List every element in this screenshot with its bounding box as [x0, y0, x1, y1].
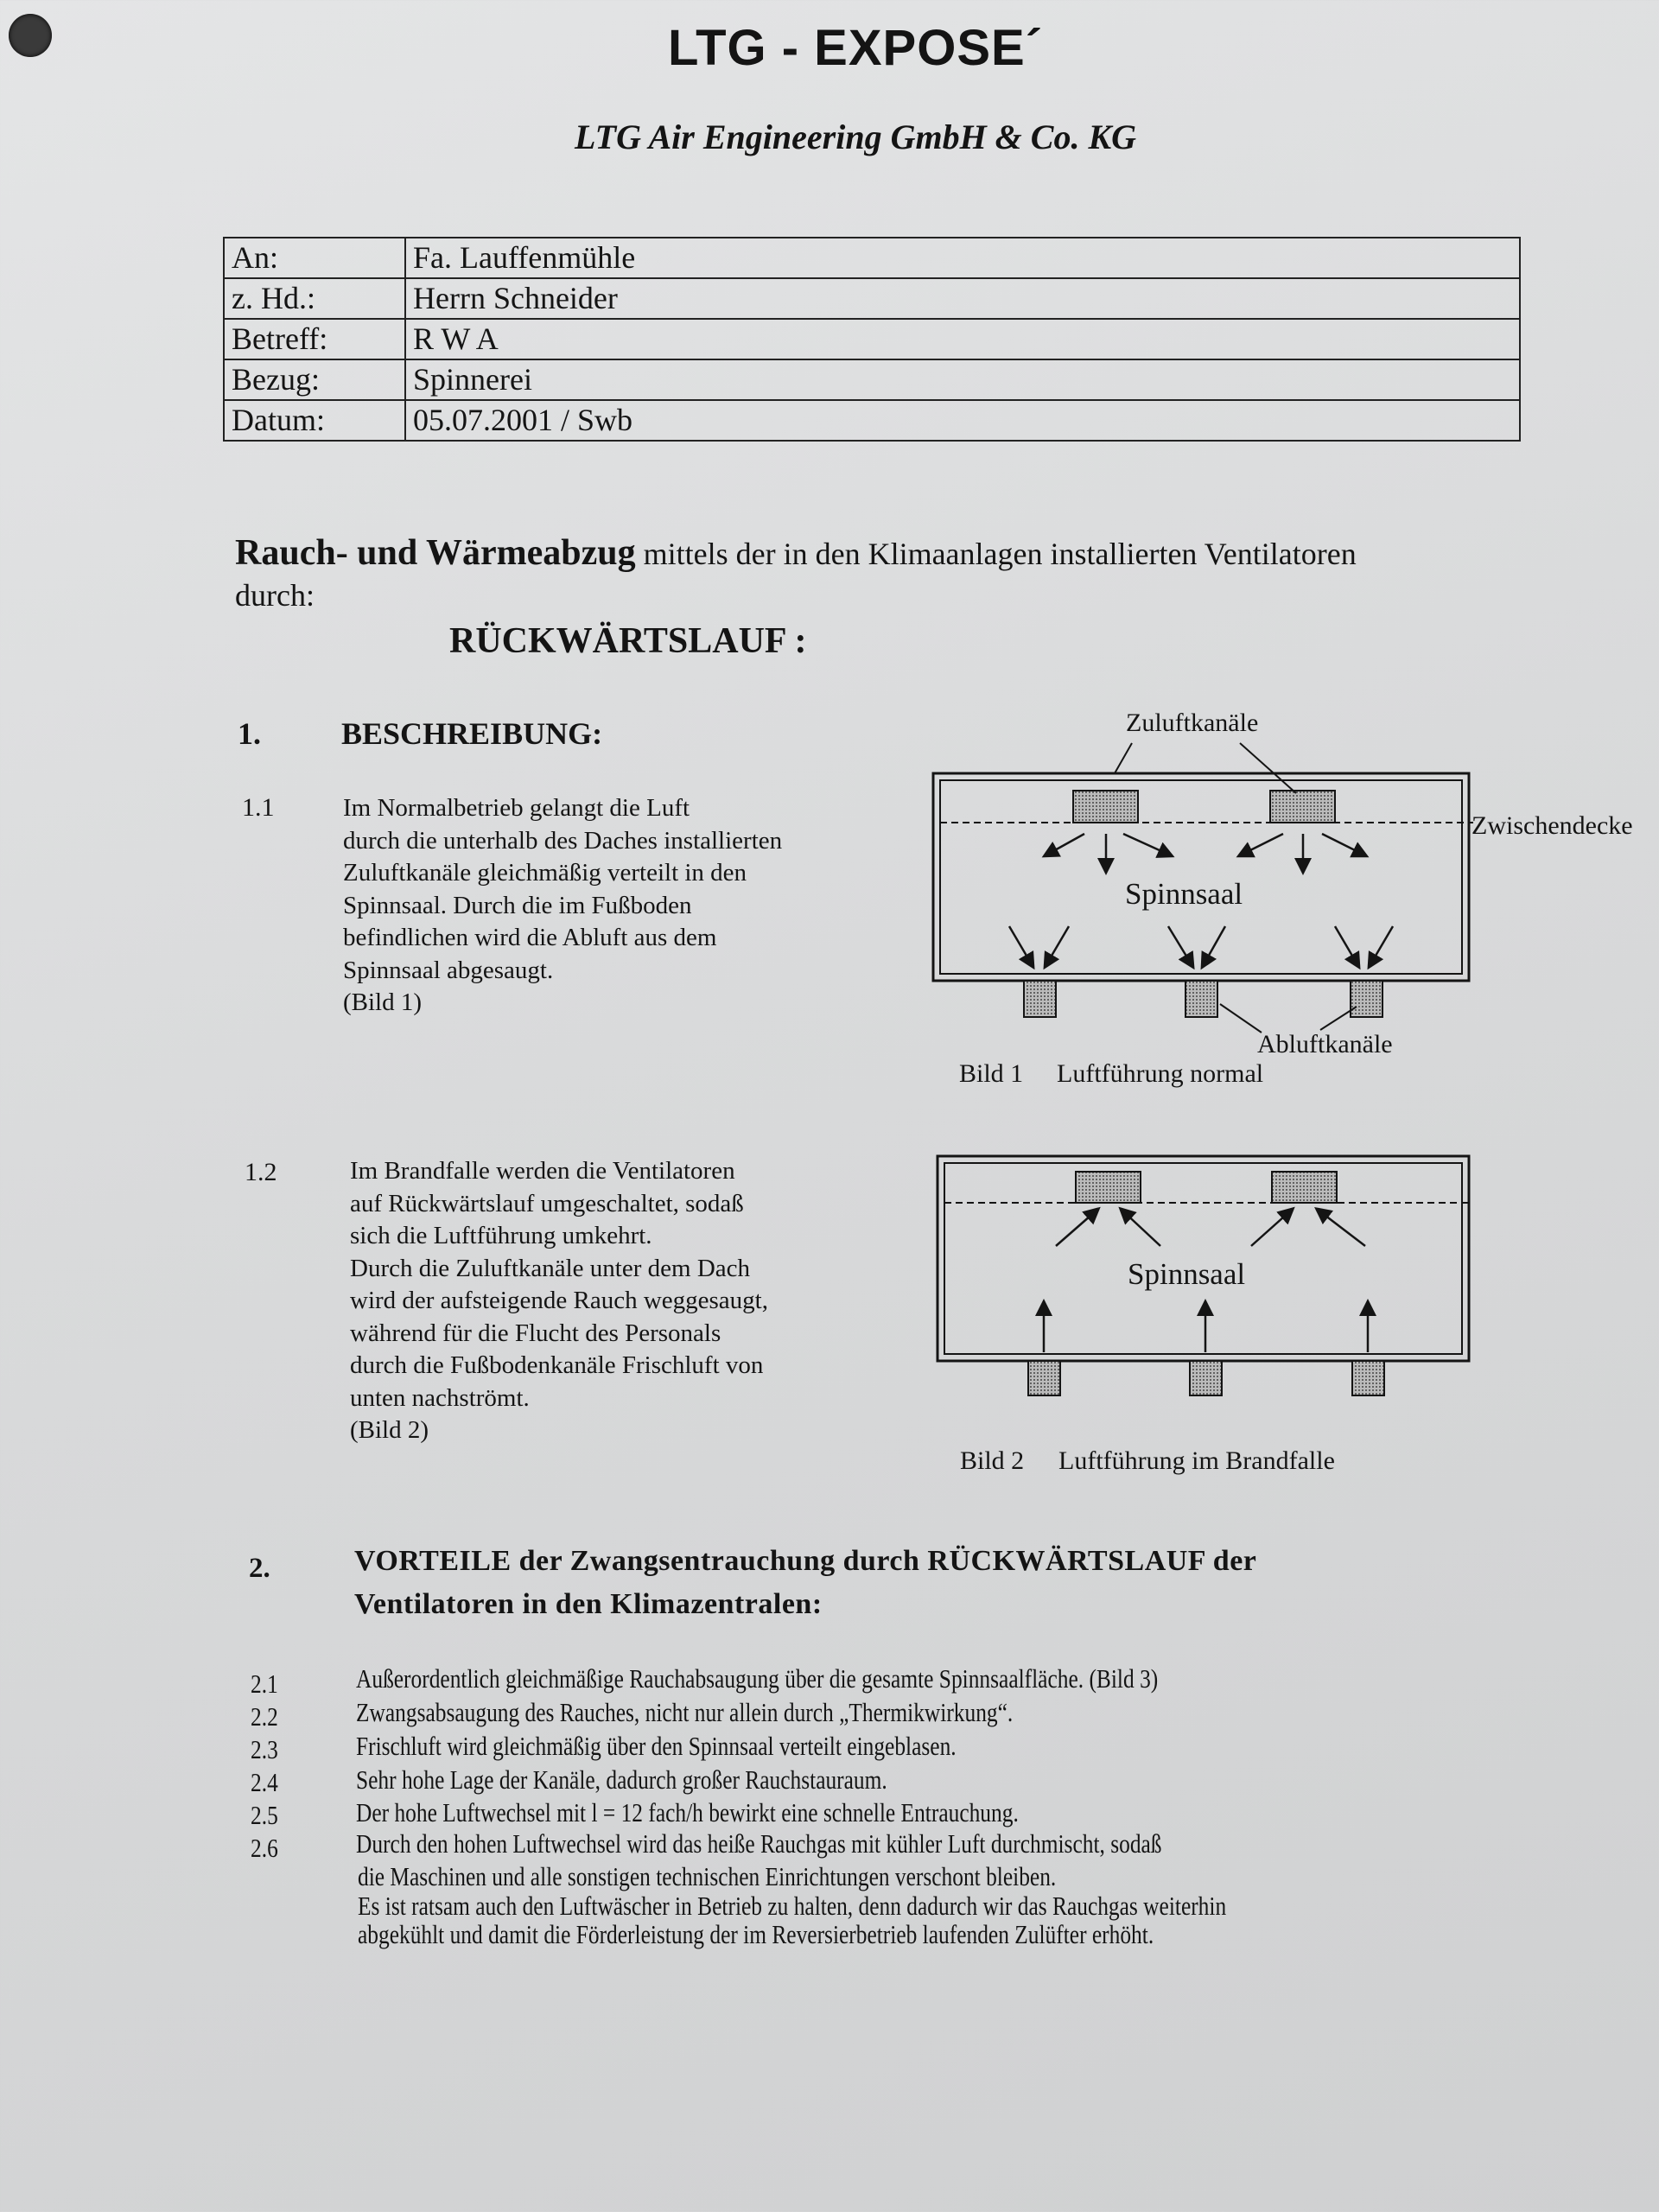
exhaust-duct	[1350, 980, 1383, 1018]
item-number: 2.6	[251, 1833, 278, 1863]
subheading: RÜCKWÄRTSLAUF :	[449, 621, 807, 661]
intro-bold: Rauch- und Wärmeabzug	[235, 533, 636, 573]
row-label: Bezug:	[223, 359, 406, 401]
table-row: z. Hd.:Herrn Schneider	[223, 277, 1521, 320]
figure-caption-number: Bild 2	[960, 1446, 1024, 1475]
exhaust-duct	[1185, 980, 1218, 1018]
floor-duct	[1351, 1360, 1385, 1396]
row-label: Datum:	[223, 399, 406, 442]
item-number: 1.1	[242, 793, 275, 822]
item-number: 2.1	[251, 1669, 278, 1699]
row-value: Herrn Schneider	[404, 277, 1521, 320]
intro-rest: mittels der in den Klimaanlagen installi…	[635, 537, 1357, 571]
supply-duct	[1075, 1171, 1141, 1204]
continuation-line: die Maschinen und alle sonstigen technis…	[358, 1861, 1057, 1891]
row-value: Spinnerei	[404, 359, 1521, 401]
row-value: R W A	[404, 318, 1521, 360]
row-label: z. Hd.:	[223, 277, 406, 320]
label-ceiling: Zwischendecke	[1471, 811, 1633, 840]
table-row: Betreff:R W A	[223, 318, 1521, 360]
row-value: 05.07.2001 / Swb	[404, 399, 1521, 442]
row-label: An:	[223, 237, 406, 279]
item-text: Im Normalbetrieb gelangt die Luft durch …	[343, 794, 783, 1016]
item-text: Frischluft wird gleichmäßig über den Spi…	[356, 1731, 957, 1761]
intro-line: Rauch- und Wärmeabzug mittels der in den…	[235, 532, 1357, 574]
item-number: 2.3	[251, 1734, 278, 1764]
punch-hole	[9, 14, 52, 57]
item-number: 1.2	[245, 1158, 277, 1186]
item-number: 2.4	[251, 1767, 278, 1797]
item-text: Zwangsabsaugung des Rauches, nicht nur a…	[356, 1697, 1014, 1727]
label-room: Spinnsaal	[1128, 1257, 1245, 1291]
supply-duct	[1072, 790, 1139, 823]
item-text: Im Brandfalle werden die Ventilatoren au…	[350, 1157, 768, 1444]
item-number: 2.2	[251, 1701, 278, 1732]
figure-caption: Luftführung normal	[1057, 1059, 1263, 1088]
company-name: LTG Air Engineering GmbH & Co. KG	[574, 118, 1137, 156]
row-label: Betreff:	[223, 318, 406, 360]
exhaust-duct	[1023, 980, 1057, 1018]
item-text: Sehr hohe Lage der Kanäle, dadurch große…	[356, 1764, 887, 1795]
table-row: Datum:05.07.2001 / Swb	[223, 399, 1521, 442]
section2-title-line2: Ventilatoren in den Klimazentralen:	[354, 1588, 823, 1620]
section1-number: 1.	[238, 716, 261, 751]
info-table: An:Fa. Lauffenmühle z. Hd.:Herrn Schneid…	[223, 237, 1521, 442]
label-supply-ducts: Zuluftkanäle	[1126, 709, 1258, 737]
supply-duct	[1269, 790, 1336, 823]
item-text: Der hohe Luftwechsel mit l = 12 fach/h b…	[356, 1797, 1019, 1827]
row-value: Fa. Lauffenmühle	[404, 237, 1521, 279]
item-text: Außerordentlich gleichmäßige Rauchabsaug…	[356, 1663, 1159, 1694]
floor-duct	[1027, 1360, 1061, 1396]
figure-caption-number: Bild 1	[959, 1059, 1023, 1088]
figure-1: Zuluftkanäle Zwischendecke Spinnsaal Abl…	[931, 709, 1633, 1088]
table-row: An:Fa. Lauffenmühle	[223, 237, 1521, 279]
continuation-line: Es ist ratsam auch den Luftwäscher in Be…	[358, 1891, 1227, 1921]
section2-title-line1: VORTEILE der Zwangsentrauchung durch RÜC…	[354, 1545, 1257, 1577]
section1-title: BESCHREIBUNG:	[341, 716, 603, 751]
intro-line2: durch:	[235, 578, 315, 613]
figure-2: Spinnsaal Bild 2 Luftführung im Brandfal…	[936, 1154, 1471, 1475]
label-room: Spinnsaal	[1125, 877, 1243, 911]
supply-duct	[1271, 1171, 1338, 1204]
document-title: LTG - EXPOSE´	[667, 20, 1044, 76]
figure-caption: Luftführung im Brandfalle	[1058, 1446, 1335, 1475]
label-exhaust-ducts: Abluftkanäle	[1257, 1030, 1393, 1058]
continuation-line: abgekühlt und damit die Förderleistung d…	[358, 1919, 1154, 1949]
table-row: Bezug:Spinnerei	[223, 359, 1521, 401]
item-text: Durch den hohen Luftwechsel wird das hei…	[356, 1828, 1162, 1859]
item-number: 2.5	[251, 1800, 278, 1830]
section2-number: 2.	[249, 1553, 270, 1584]
floor-duct	[1189, 1360, 1223, 1396]
